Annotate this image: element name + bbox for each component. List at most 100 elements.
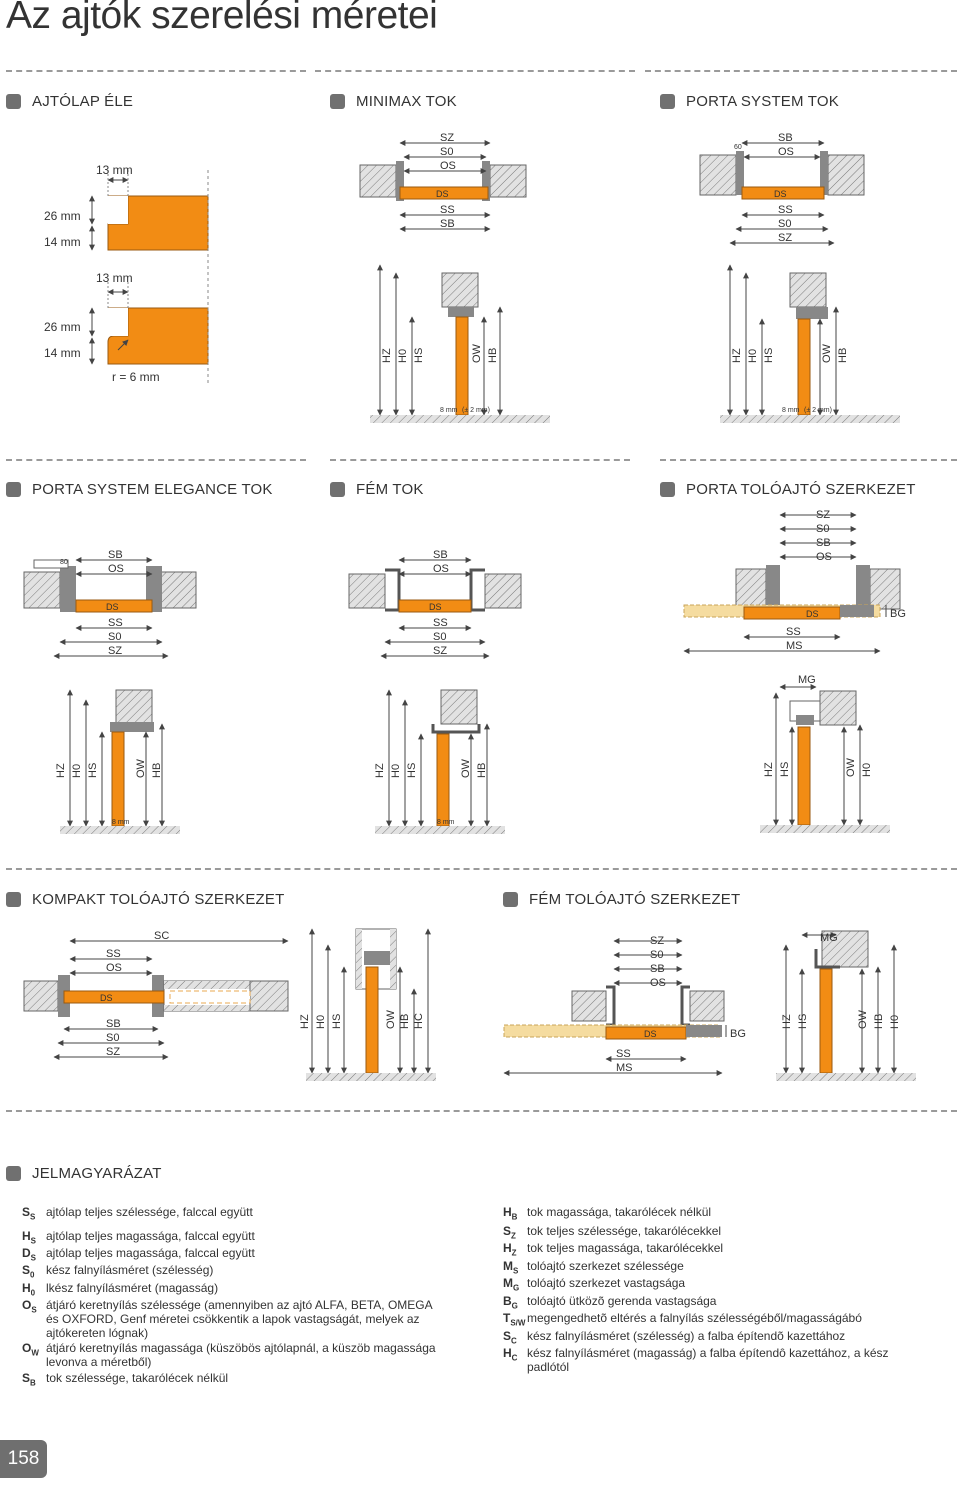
hc-label: HC	[413, 1013, 425, 1029]
ss-label: SS	[440, 204, 455, 216]
section-heading-porta-tolo: PORTA TOLÓAJTÓ SZERKEZET	[660, 481, 916, 498]
floor-gap-label: 8 mm	[437, 819, 455, 826]
legend-text: tok teljes szélessége, takarólécekkel	[527, 1224, 722, 1238]
sc-label: SC	[154, 930, 169, 942]
legend-text: tolóajtó ütközõ gerenda vastagsága	[527, 1294, 717, 1308]
small-dim-label: 80	[60, 559, 68, 566]
legend-symbol: HZ	[503, 1241, 517, 1258]
tolerance-label: (± 2 mm)	[462, 407, 490, 414]
ds-label: DS	[100, 993, 113, 1003]
legend-text: átjáró keretnyílás szélessége (amennyibe…	[46, 1298, 432, 1340]
fem-tolo-diagram: DS SZ S0 SB OS SS MS BG MG HZ HS OW HB H…	[503, 930, 916, 1081]
legend-symbol: SC	[503, 1329, 517, 1346]
dim-13mm-label: 13 mm	[96, 271, 133, 285]
fem-tok-diagram: DS SB OS SS S0 SZ HZ H0 HS OW HB 8 mm	[348, 549, 522, 834]
sb-label: SB	[106, 1018, 121, 1030]
h0-label: H0	[71, 764, 83, 778]
hz-label: HZ	[381, 348, 393, 363]
sz-label: SZ	[108, 645, 122, 657]
ds-label: DS	[644, 1029, 657, 1039]
divider	[6, 1110, 957, 1112]
section-heading-porta-system: PORTA SYSTEM TOK	[660, 93, 839, 110]
sb-label: SB	[778, 132, 793, 144]
legend-symbol: HB	[503, 1205, 518, 1222]
dim-14mm-label: 14 mm	[44, 235, 81, 249]
sb-label: SB	[816, 537, 831, 549]
sz-label: SZ	[650, 935, 664, 947]
mg-label: MG	[798, 674, 816, 686]
ds-label: DS	[429, 602, 442, 612]
hb-label: HB	[476, 763, 488, 778]
bullet-square-icon	[503, 892, 518, 907]
ds-label: DS	[436, 189, 449, 199]
legend-text: megengedhetõ eltérés a falnyílás széless…	[527, 1311, 862, 1325]
legend-text: kész falnyílásméret (szélesség)	[46, 1263, 214, 1277]
minimax-diagram: DS SZ S0 OS SS SB HZ H0 HS OW HB 8 mm (±…	[359, 132, 550, 423]
sz-label: SZ	[433, 645, 447, 657]
sb-label: SB	[650, 963, 665, 975]
h0-label: H0	[315, 1015, 327, 1029]
legend-row: HZ tok teljes magassága, takarólécekkel	[503, 1241, 927, 1260]
divider	[645, 70, 957, 72]
sb-label: SB	[108, 549, 123, 561]
h0-label: H0	[747, 349, 759, 363]
bullet-square-icon	[6, 1166, 21, 1181]
ow-label: OW	[385, 1009, 397, 1029]
floor-gap-label: 8 mm	[782, 407, 800, 414]
legend-symbol: DS	[22, 1246, 37, 1263]
ss-label: SS	[786, 626, 801, 638]
sz-label: SZ	[440, 132, 454, 144]
legend-text: ajtólap teljes magassága, falccal együtt	[46, 1229, 255, 1243]
tolerance-label: (± 2 mm)	[804, 407, 832, 414]
legend-symbol: HC	[503, 1346, 518, 1363]
legend-text: tok szélessége, takarólécek nélkül	[46, 1371, 229, 1385]
elegance-diagram: 80 DS SB OS SS S0 SZ HZ H0 HS OW HB 8 mm	[23, 549, 197, 834]
legend-symbol: HS	[22, 1229, 37, 1246]
hb-label: HB	[837, 348, 849, 363]
dim-14mm-label: 14 mm	[44, 346, 81, 360]
os-label: OS	[440, 160, 456, 172]
hs-label: HS	[331, 1014, 343, 1029]
ss-label: SS	[108, 617, 123, 629]
hs-label: HS	[779, 762, 791, 777]
bullet-square-icon	[6, 482, 21, 497]
legend-text: tok magassága, takarólécek nélkül	[527, 1205, 712, 1219]
bullet-square-icon	[6, 94, 21, 109]
divider	[660, 459, 957, 461]
legend-text: tok teljes magassága, takarólécekkel	[527, 1241, 724, 1255]
s0-label: S0	[106, 1032, 119, 1044]
s0-label: S0	[650, 949, 663, 961]
section-heading-fem-tolo: FÉM TOLÓAJTÓ SZERKEZET	[503, 891, 740, 908]
h0-label: H0	[397, 349, 409, 363]
divider	[330, 459, 630, 461]
legend-symbol: OS	[22, 1298, 37, 1315]
bullet-square-icon	[660, 94, 675, 109]
ss-label: SS	[106, 948, 121, 960]
divider	[6, 868, 957, 870]
s0-label: S0	[433, 631, 446, 643]
ow-label: OW	[857, 1009, 869, 1029]
os-label: OS	[108, 563, 124, 575]
hz-label: HZ	[374, 763, 386, 778]
radius-label: r = 6 mm	[112, 370, 160, 384]
divider	[315, 70, 635, 72]
os-label: OS	[106, 962, 122, 974]
sb-label: SB	[440, 218, 455, 230]
hs-label: HS	[797, 1014, 809, 1029]
section-heading-elegance: PORTA SYSTEM ELEGANCE TOK	[6, 481, 273, 498]
s0-label: S0	[778, 218, 791, 230]
ow-label: OW	[821, 343, 833, 363]
sz-label: SZ	[816, 509, 830, 521]
sz-label: SZ	[778, 232, 792, 244]
hs-label: HS	[87, 763, 99, 778]
hz-label: HZ	[731, 348, 743, 363]
